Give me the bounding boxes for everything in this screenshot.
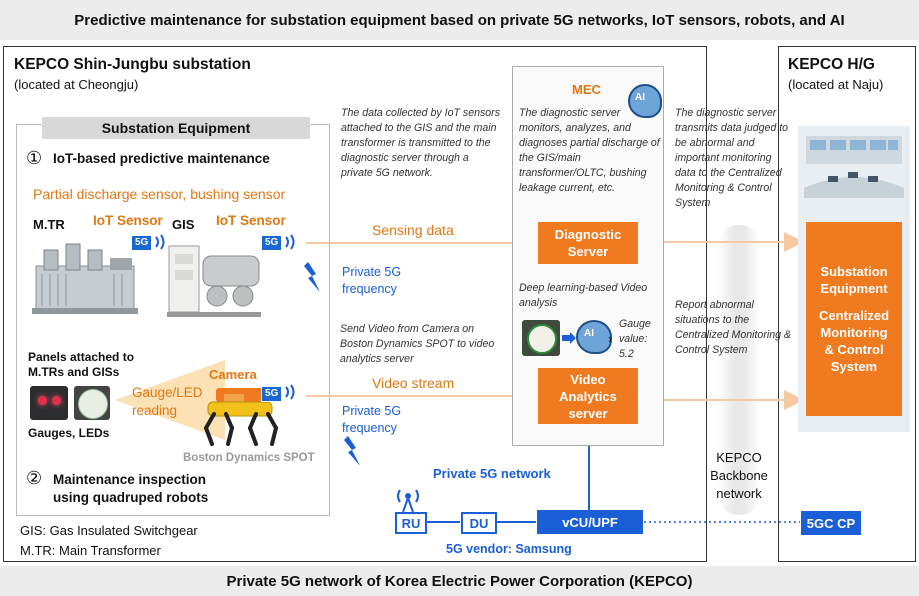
lightning-icon-1 xyxy=(304,262,320,292)
mec-description: The diagnostic server monitors, analyzes… xyxy=(519,107,660,194)
sensing-data-label: Sensing data xyxy=(372,222,454,238)
report-note: Report abnormal situations to the Centra… xyxy=(675,299,791,356)
footer-title: Private 5G network of Korea Electric Pow… xyxy=(0,566,919,596)
robot-signal-icon xyxy=(285,384,295,400)
gauge-arrow-2: › xyxy=(608,332,612,346)
transmit-note: The diagnostic server transmits data jud… xyxy=(675,107,789,209)
gis-label: GIS xyxy=(172,217,195,232)
hq-title: KEPCO H/G xyxy=(788,56,875,73)
gauges-leds-label: Gauges, LEDs xyxy=(28,426,110,440)
gauge-value: Gauge value: 5.2 xyxy=(619,318,651,360)
private5g-frequency-label-1: Private 5G frequency xyxy=(342,265,402,296)
iot-sensor-label-1: IoT Sensor xyxy=(93,213,163,228)
item2-number: ② xyxy=(26,468,43,488)
header-title: Predictive maintenance for substation eq… xyxy=(0,0,919,40)
system-line1: Substation Equipment xyxy=(820,264,888,296)
camera-label: Camera xyxy=(209,367,257,382)
substation-location: (located at Cheongju) xyxy=(14,77,139,92)
vcu-upf-box: vCU/UPF xyxy=(537,510,643,534)
iot-sensor-label-2: IoT Sensor xyxy=(216,213,286,228)
robot-image xyxy=(204,388,278,446)
ai-head-icon-2: AI xyxy=(576,320,612,354)
backbone-band xyxy=(718,225,760,515)
ai-head-icon: AI xyxy=(628,84,662,118)
ai-icon-label-2: AI xyxy=(584,328,594,339)
iot-note: The data collected by IoT sensors attach… xyxy=(341,107,500,179)
reading-beam xyxy=(115,360,225,440)
ru-box: RU xyxy=(395,512,427,534)
du-box: DU xyxy=(461,512,497,534)
mtr-signal-icon xyxy=(155,234,165,250)
item2-label: Maintenance inspection using quadruped r… xyxy=(53,472,209,505)
robot-5g-tag: 5G xyxy=(261,386,283,402)
gis-definition: GIS: Gas Insulated Switchgear xyxy=(20,523,198,538)
item1-label: IoT-based predictive maintenance xyxy=(53,151,270,166)
video-analytics-server: Video Analytics server xyxy=(538,368,638,424)
lightning-icon-2 xyxy=(344,436,360,466)
system-line2: Centralized Monitoring & Control System xyxy=(818,308,890,374)
equipment-title: Substation Equipment xyxy=(42,117,310,139)
led-panel-image xyxy=(30,386,68,420)
gis-5g-tag: 5G xyxy=(261,235,283,251)
substation-title: KEPCO Shin-Jungbu substation xyxy=(14,56,251,73)
mtr-label: M.TR xyxy=(33,217,65,232)
private5g-network-label: Private 5G network xyxy=(433,466,551,481)
private5g-frequency-label-2: Private 5G frequency xyxy=(342,404,402,435)
mtr-definition: M.TR: Main Transformer xyxy=(20,543,161,558)
gauge-led-reading-label: Gauge/LED reading xyxy=(132,385,203,418)
gauge-thumbnail xyxy=(522,320,560,356)
gis-image xyxy=(167,245,261,317)
gis-signal-icon xyxy=(285,234,295,250)
gauge-panel-image xyxy=(74,386,110,420)
sensor-types: Partial discharge sensor, bushing sensor xyxy=(33,186,286,202)
backbone-label: KEPCO Backbone network xyxy=(710,450,768,501)
gauge-arrow xyxy=(562,332,576,344)
antenna-icon xyxy=(397,489,419,512)
hq-location: (located at Naju) xyxy=(788,77,884,92)
item1-number: ① xyxy=(26,148,43,168)
transformer-image xyxy=(32,243,138,314)
ai-icon-label: AI xyxy=(635,92,645,103)
vendor-label: 5G vendor: Samsung xyxy=(446,542,572,556)
control-room-image xyxy=(804,136,904,198)
video-stream-label: Video stream xyxy=(372,375,455,391)
centralized-system: Substation Equipment Centralized Monitor… xyxy=(806,222,902,416)
panels-label: Panels attached to M.TRs and GISs xyxy=(28,350,135,379)
diagnostic-server: Diagnostic Server xyxy=(538,222,638,264)
robot-label: Boston Dynamics SPOT xyxy=(183,452,315,464)
equipment-box xyxy=(16,124,330,516)
5gc-cp-box: 5GC CP xyxy=(801,511,861,535)
video-note: Send Video from Camera on Boston Dynamic… xyxy=(340,323,495,365)
mec-title: MEC xyxy=(572,82,601,97)
mtr-5g-tag: 5G xyxy=(131,235,153,251)
dl-video-note: Deep learning-based Video analysis xyxy=(519,282,648,309)
